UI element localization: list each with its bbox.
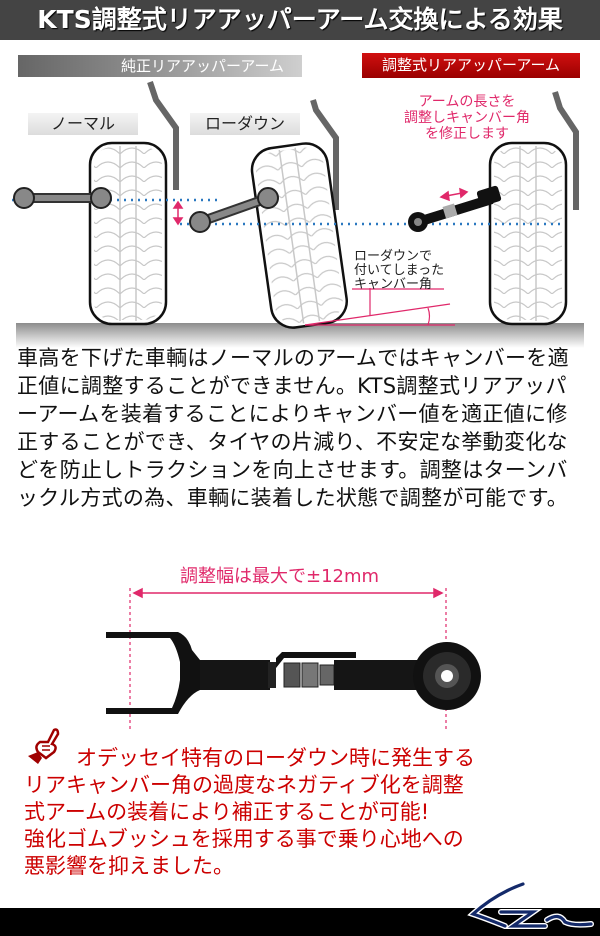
notice-line-1: オデッセイ特有のローダウン時に発生する: [76, 746, 475, 770]
notice-line-5: 悪影響を抑えました。: [24, 854, 234, 878]
mode-label-lowdown: ローダウン: [190, 113, 300, 135]
pointing-hand-icon: [28, 728, 60, 764]
adjust-note: アームの長さを 調整しキャンバー角 を修正します: [392, 94, 542, 142]
fender-lowdown: [310, 99, 339, 210]
notice-line-2: リアキャンバー角の過度なネガティブ化を調整: [24, 773, 464, 797]
camber-note: ローダウンで 付いてしまった キャンバー角: [354, 250, 444, 292]
wheel-normal: [88, 141, 168, 326]
wheel-adjusted: [488, 141, 568, 326]
adjust-note-line-1: アームの長さを: [418, 94, 516, 110]
arm-body: [106, 632, 481, 714]
camber-note-line-2: 付いてしまった: [354, 263, 445, 278]
length-adjust-arrow: [439, 187, 469, 202]
stock-arm-label: 純正リアアッパーアーム: [18, 55, 302, 77]
camber-diagram: [12, 81, 584, 348]
camber-angle-indicator: [304, 288, 455, 326]
camber-note-line-1: ローダウンで: [354, 249, 433, 264]
product-photo-arm: [106, 587, 481, 730]
lowdown-arm: [189, 187, 279, 233]
adjustable-arm: [408, 185, 502, 232]
camber-note-line-3: キャンバー角: [354, 277, 433, 292]
notice-line-4: 強化ゴムブッシュを採用する事で乗り心地への: [24, 827, 464, 851]
wheel-lowdown: [250, 142, 349, 329]
range-arrow: [132, 587, 444, 599]
normal-arm: [13, 187, 112, 209]
fender-adjusted: [552, 91, 579, 210]
adjust-range-label: 調整幅は最大で±12mm: [180, 566, 380, 587]
notice-block: オデッセイ特有のローダウン時に発生する リアキャンバー角の過度なネガティブ化を調…: [24, 745, 584, 880]
adjustable-arm-label: 調整式リアアッパーアーム: [362, 53, 580, 78]
height-diff-arrow: [172, 200, 184, 226]
kts-logo-icon: [467, 881, 594, 929]
adjust-note-line-3: を修正します: [425, 126, 509, 142]
description-paragraph: 車高を下げた車輌はノーマルのアームではキャンバーを適正値に調整することができませ…: [17, 346, 569, 510]
adjust-note-line-2: 調整しキャンバー角: [404, 110, 530, 126]
mode-label-normal: ノーマル: [28, 113, 138, 135]
notice-line-3: 式アームの装着により補正することが可能!: [24, 800, 430, 824]
fender-normal: [147, 81, 179, 190]
page-title: KTS調整式リアアッパーアーム交換による効果: [0, 0, 600, 40]
